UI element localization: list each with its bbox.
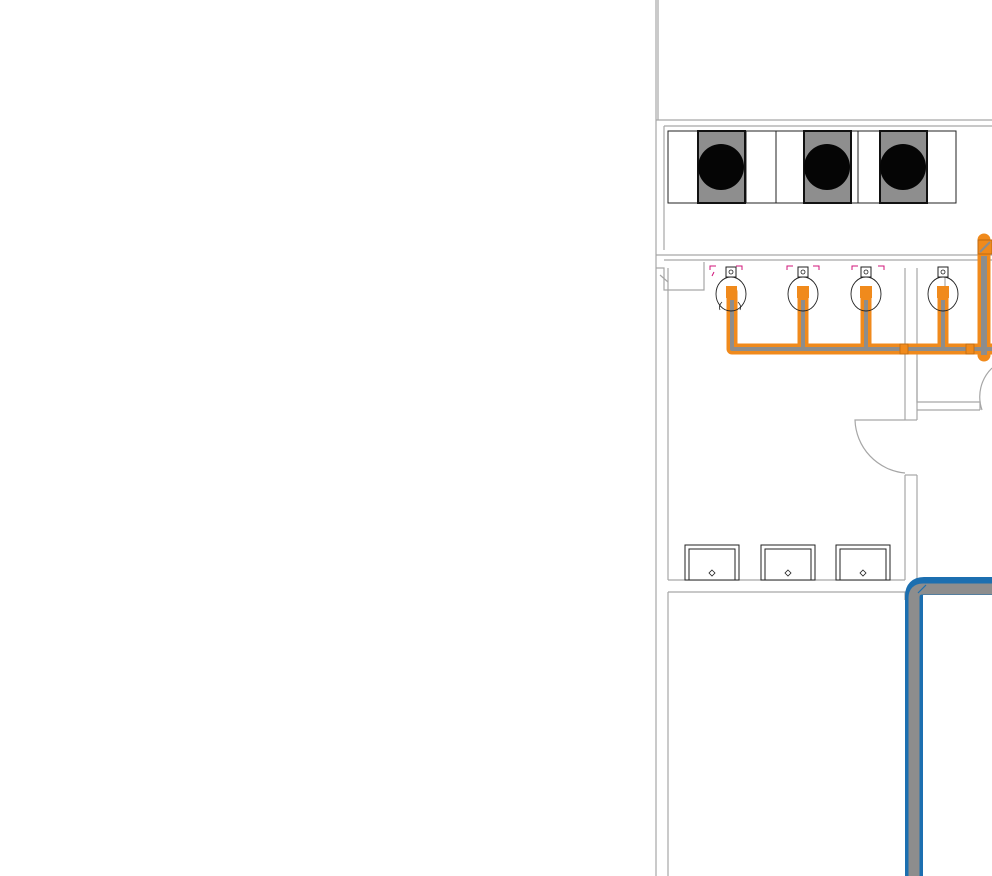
sink-basin xyxy=(839,548,887,581)
door-swing xyxy=(854,419,906,474)
toilet-valve-icon xyxy=(863,269,869,275)
toilet-tank xyxy=(797,266,809,278)
drain-icon xyxy=(784,569,792,577)
toilet-3 xyxy=(850,265,885,312)
toilet-connector xyxy=(797,286,809,298)
sink-3 xyxy=(835,544,891,581)
toilet-valve-icon xyxy=(940,269,946,275)
clearance-mark xyxy=(786,265,820,270)
toilet-4 xyxy=(927,266,959,312)
side-room-arc xyxy=(979,367,992,411)
sink-basin xyxy=(688,548,736,581)
duct-elbow-mark xyxy=(917,584,927,594)
toilets xyxy=(709,265,959,312)
fan-units xyxy=(667,130,957,204)
drain-icon xyxy=(859,569,867,577)
riser-cap-mark xyxy=(979,241,991,253)
pipe-coupling xyxy=(965,343,975,355)
blue-duct xyxy=(905,577,992,876)
fan-icon xyxy=(880,144,926,190)
toilet-2 xyxy=(786,265,820,312)
clearance-mark xyxy=(709,265,743,277)
pipe-coupling xyxy=(899,343,909,355)
toilet-bowl xyxy=(787,276,819,312)
toilet-connector xyxy=(860,286,872,298)
toilet-seat xyxy=(718,301,742,311)
sink-1 xyxy=(684,544,740,581)
toilet-connector xyxy=(937,286,949,298)
clearance-mark xyxy=(851,265,885,270)
toilet-tank xyxy=(860,266,872,278)
toilet-tank xyxy=(725,266,737,278)
door-stub-mark xyxy=(659,274,669,283)
toilet-1 xyxy=(709,265,747,312)
fan-icon xyxy=(698,144,744,190)
toilet-valve-icon xyxy=(800,269,806,275)
toilet-tank xyxy=(937,266,949,278)
toilet-bowl xyxy=(850,276,882,312)
door-stub xyxy=(656,262,705,291)
sink-basin xyxy=(764,548,812,581)
toilet-valve-icon xyxy=(728,269,734,275)
toilet-bowl xyxy=(715,276,747,312)
side-room-wall xyxy=(916,360,981,410)
blue-duct-outer xyxy=(905,577,992,876)
blue-duct-core xyxy=(908,583,992,876)
fan-icon xyxy=(804,144,850,190)
toilet-bowl xyxy=(927,276,959,312)
sink-2 xyxy=(760,544,816,581)
drain-icon xyxy=(708,569,716,577)
sinks xyxy=(684,544,891,581)
toilet-connector xyxy=(726,286,737,298)
orange-pipe-network xyxy=(726,233,992,362)
